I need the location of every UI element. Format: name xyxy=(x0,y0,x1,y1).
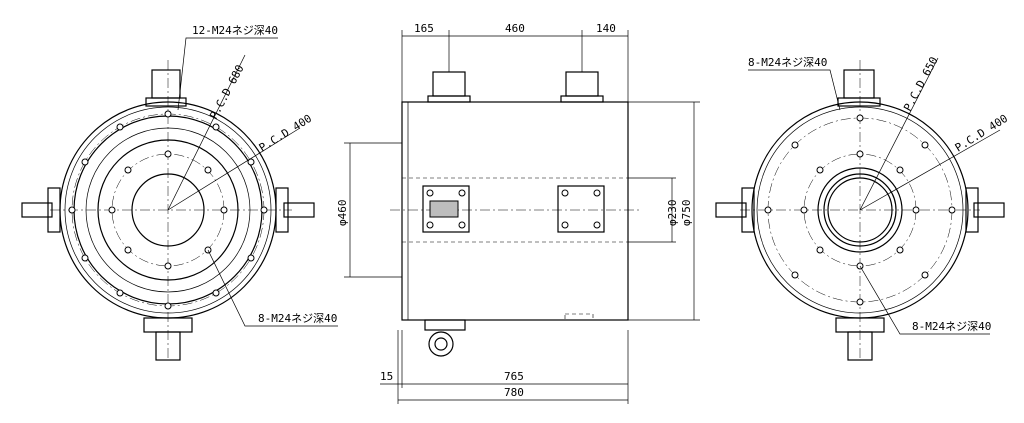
left-top-nozzle xyxy=(151,69,181,99)
right-outer-bolt-holes xyxy=(764,114,956,306)
left-top-nozzle-flange xyxy=(145,97,187,107)
front-dim-phi230: φ230 xyxy=(666,200,679,227)
right-pcd-inner-label: P.C.D 400 xyxy=(953,112,1010,155)
left-side-lug-left xyxy=(21,202,53,218)
front-dim-765: 765 xyxy=(504,370,524,383)
right-inner-bolt-holes xyxy=(800,150,920,270)
right-callout-top: 8-M24ネジ深40 xyxy=(748,56,827,69)
front-dim-780: 780 xyxy=(504,386,524,399)
right-callout-bottom: 8-M24ネジ深40 xyxy=(912,320,991,333)
front-dim-15: 15 xyxy=(380,370,393,383)
right-top-nozzle xyxy=(843,69,875,99)
front-dim-140: 140 xyxy=(596,22,616,35)
front-body xyxy=(401,101,629,321)
front-bottom-lug xyxy=(424,319,466,331)
front-side-view: 165 460 140 φ460 φ230 φ750 15 765 780 xyxy=(336,22,700,404)
front-dim-460: 460 xyxy=(505,22,525,35)
left-outer-bolt-holes xyxy=(68,110,268,310)
front-nozzle-right xyxy=(565,71,599,97)
left-callout-top: 12-M24ネジ深40 xyxy=(192,24,278,37)
front-nozzle-left xyxy=(432,71,466,97)
front-dim-phi750: φ750 xyxy=(680,200,693,227)
left-callout-bottom: 8-M24ネジ深40 xyxy=(258,312,337,325)
left-pcd-outer-label: P.C.D 680 xyxy=(207,63,246,122)
front-port-plate-left xyxy=(422,185,470,233)
left-inner-bolt-holes xyxy=(108,150,228,270)
right-pcd-outer-label: P.C.D 650 xyxy=(901,55,940,114)
right-end-view: 8-M24ネジ深40 P.C.D 650 P.C.D 400 8-M24ネジ深4… xyxy=(715,55,1010,361)
left-side-lug-right xyxy=(283,202,315,218)
left-end-view: 12-M24ネジ深40 P.C.D 680 P.C.D 400 8-M24ネジ深… xyxy=(21,24,338,361)
left-pcd-inner-label: P.C.D 400 xyxy=(257,112,314,155)
front-dim-165: 165 xyxy=(414,22,434,35)
front-port-plate-right xyxy=(557,185,605,233)
front-dim-phi460: φ460 xyxy=(336,200,349,227)
